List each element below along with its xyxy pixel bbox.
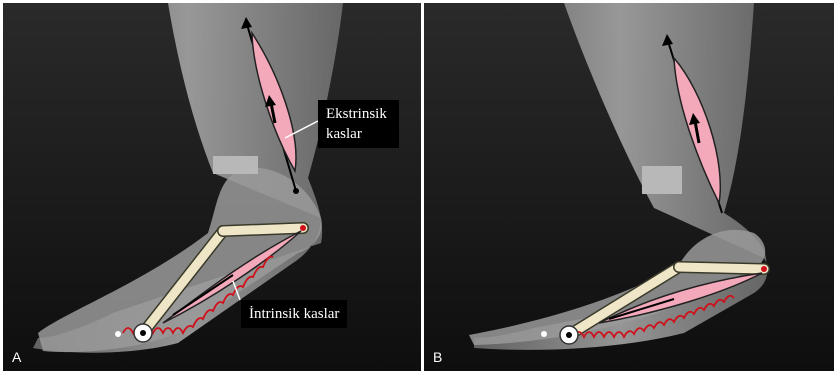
foot-illustration-b bbox=[424, 3, 834, 371]
panel-b: B bbox=[424, 3, 834, 371]
panel-letter-a: A bbox=[12, 349, 21, 365]
foot-illustration-a bbox=[3, 3, 421, 371]
label-extrinsic-muscles: Ekstrinsik kaslar bbox=[318, 100, 399, 148]
panel-a: Ekstrinsik kaslar İntrinsik kaslar A bbox=[3, 3, 421, 371]
panel-letter-b: B bbox=[433, 349, 442, 365]
label-intrinsic-muscles: İntrinsik kaslar bbox=[241, 300, 347, 328]
